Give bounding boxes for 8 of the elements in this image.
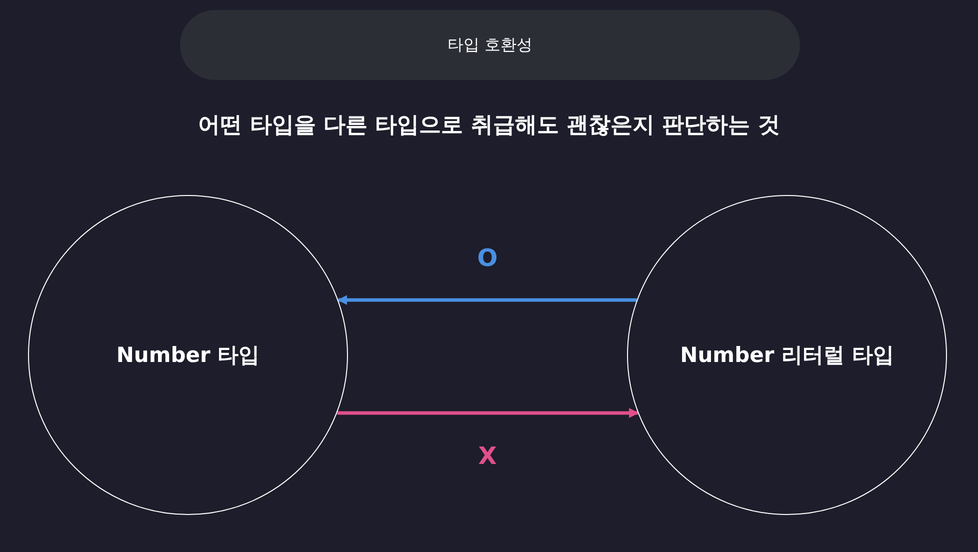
subtitle-text: 어떤 타입을 다른 타입으로 취급해도 괜찮은지 판단하는 것 (197, 112, 781, 140)
arrow (337, 295, 637, 305)
arrow (337, 408, 639, 418)
edge-label: X (478, 442, 497, 470)
circle-node: Number 리터럴 타입 (627, 195, 947, 515)
edge-label: O (477, 244, 498, 272)
circle-node: Number 타입 (28, 195, 348, 515)
title-pill: 타입 호환성 (180, 10, 800, 80)
